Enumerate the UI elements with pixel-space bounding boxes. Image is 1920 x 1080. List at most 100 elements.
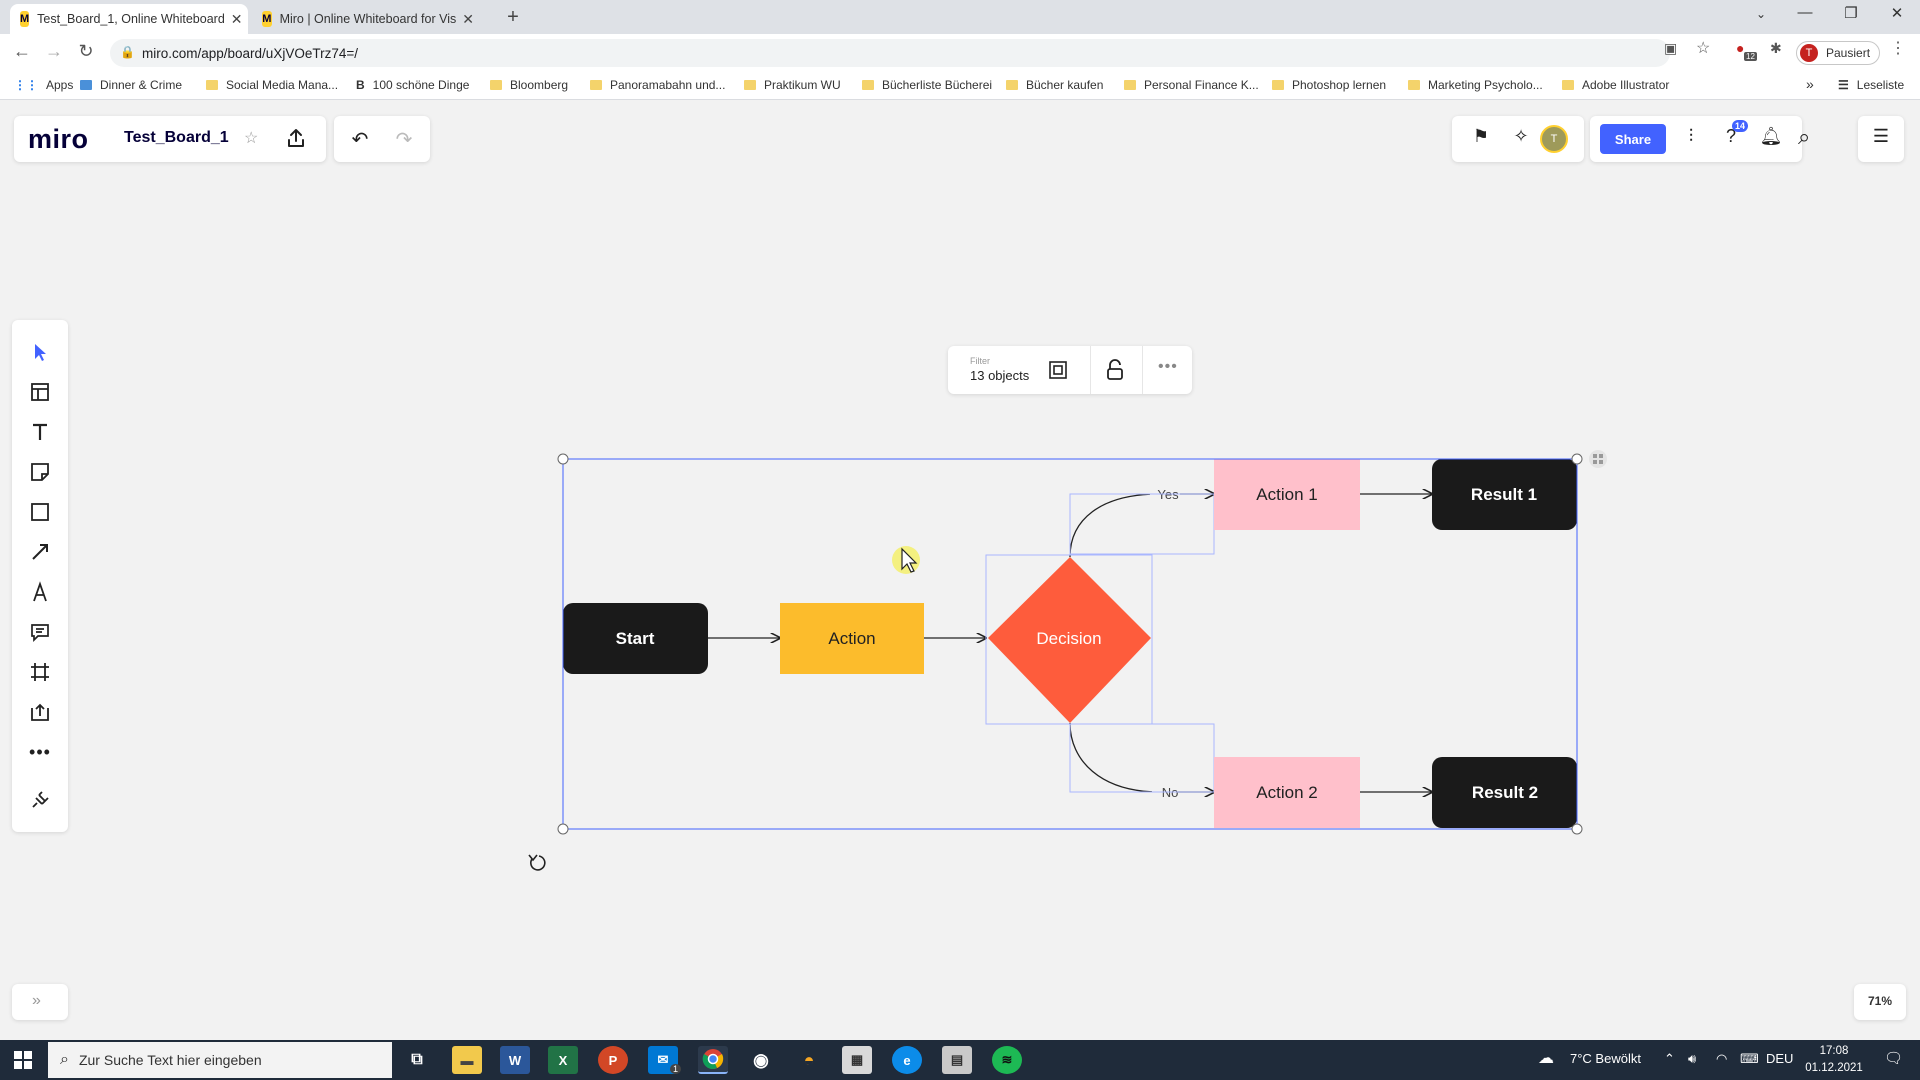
share-button[interactable]: Share bbox=[1600, 124, 1666, 154]
edge-icon[interactable]: e bbox=[892, 1046, 922, 1074]
resize-handle-bottom-right[interactable] bbox=[1571, 823, 1583, 835]
bookmark-item[interactable]: Praktikum WU bbox=[744, 78, 841, 92]
mail-icon[interactable]: ✉ bbox=[648, 1046, 678, 1074]
excel-icon[interactable]: X bbox=[548, 1046, 578, 1074]
more-tools[interactable]: ••• bbox=[12, 732, 68, 772]
undo-icon[interactable]: ↶ bbox=[351, 129, 369, 151]
spotify-icon[interactable]: ≋ bbox=[992, 1046, 1022, 1074]
bookmark-item[interactable]: Dinner & Crime bbox=[80, 78, 182, 92]
tray-chevron-icon[interactable]: ⌃ bbox=[1664, 1051, 1675, 1066]
apps-tool[interactable] bbox=[12, 780, 68, 820]
more-options-icon[interactable]: ••• bbox=[1158, 358, 1178, 375]
browser-menu-icon[interactable]: ⋮ bbox=[1890, 40, 1906, 57]
file-explorer-icon[interactable]: ▬ bbox=[452, 1046, 482, 1074]
upload-tool[interactable] bbox=[12, 692, 68, 732]
profile-button[interactable]: T Pausiert bbox=[1796, 41, 1880, 65]
powerpoint-icon[interactable]: P bbox=[598, 1046, 628, 1074]
collaborator-avatar[interactable]: T bbox=[1540, 125, 1568, 153]
more-bookmarks-icon[interactable]: » bbox=[1806, 76, 1814, 92]
weather-text[interactable]: 7°C Bewölkt bbox=[1570, 1051, 1641, 1066]
board-canvas[interactable]: Yes No Start Action Decision Action 1 Ac… bbox=[0, 0, 1920, 1040]
board-search-icon[interactable]: ⌕ bbox=[1798, 124, 1811, 149]
close-icon[interactable]: ✕ bbox=[230, 10, 243, 27]
bookmark-item[interactable]: B 100 schöne Dinge bbox=[356, 78, 470, 92]
star-icon[interactable]: ☆ bbox=[244, 130, 259, 147]
decision-node[interactable]: Decision bbox=[988, 557, 1151, 723]
bookmark-apps[interactable]: ⋮⋮ Apps bbox=[14, 78, 74, 92]
notes-list-icon[interactable]: ☰ bbox=[1872, 126, 1890, 146]
bookmark-item[interactable]: Panoramabahn und... bbox=[590, 78, 725, 92]
action1-node[interactable]: Action 1 bbox=[1214, 459, 1360, 530]
weather-cloud-icon[interactable]: ☁ bbox=[1538, 1050, 1554, 1067]
expand-panel[interactable]: » bbox=[12, 984, 68, 1020]
forward-icon[interactable]: → bbox=[45, 41, 63, 61]
language-indicator[interactable]: DEU bbox=[1766, 1051, 1794, 1066]
sticky-note-tool[interactable] bbox=[12, 452, 68, 492]
minimize-icon[interactable]: — bbox=[1797, 4, 1813, 21]
tab-miro-online-whiteboard[interactable]: M Miro | Online Whiteboard for Vis ✕ bbox=[252, 4, 484, 34]
group-icon[interactable] bbox=[1048, 360, 1068, 380]
resize-handle-bottom-left[interactable] bbox=[557, 823, 569, 835]
connector-decision-no[interactable] bbox=[1069, 722, 1214, 792]
new-tab-button[interactable]: + bbox=[507, 6, 519, 28]
action2-node[interactable]: Action 2 bbox=[1214, 757, 1360, 828]
frame-tool[interactable] bbox=[12, 652, 68, 692]
export-icon[interactable] bbox=[284, 126, 308, 150]
notification-center-icon[interactable]: 🗨︎ bbox=[1884, 1050, 1904, 1067]
filter-objects-count[interactable]: 13 objects bbox=[970, 368, 1030, 383]
puzzle-icon[interactable]: ✱ bbox=[1770, 40, 1782, 56]
taskbar-search-input[interactable]: ⌕ Zur Suche Text hier eingeben bbox=[48, 1042, 392, 1078]
pen-tool[interactable] bbox=[12, 572, 68, 612]
help-icon[interactable]: ? 14 bbox=[1718, 120, 1749, 152]
word-icon[interactable]: W bbox=[500, 1046, 530, 1074]
tab-search-icon[interactable]: ⌄ bbox=[1755, 7, 1767, 21]
reload-icon[interactable]: ↻ bbox=[78, 41, 94, 61]
lock-icon[interactable] bbox=[1106, 359, 1124, 381]
result2-node[interactable]: Result 2 bbox=[1432, 757, 1577, 828]
action-node[interactable]: Action bbox=[780, 603, 924, 674]
app-icon[interactable]: ▤ bbox=[942, 1046, 972, 1074]
url-input[interactable]: 🔒 miro.com/app/board/uXjVOeTrz74=/ bbox=[110, 39, 1670, 67]
board-title[interactable]: Test_Board_1 bbox=[124, 129, 229, 146]
bookmark-item[interactable]: Bloomberg bbox=[490, 78, 568, 92]
keyboard-icon[interactable]: ⌨ bbox=[1740, 1051, 1759, 1066]
tab-test-board[interactable]: M Test_Board_1, Online Whiteboard ✕ bbox=[10, 4, 248, 34]
resize-handle-top-left[interactable] bbox=[557, 453, 569, 465]
text-tool[interactable] bbox=[12, 412, 68, 452]
redo-icon[interactable]: ↷ bbox=[395, 129, 413, 151]
miro-logo[interactable]: miro bbox=[28, 124, 89, 154]
bookmark-item[interactable]: Bücherliste Bücherei bbox=[862, 78, 992, 92]
connector-decision-yes[interactable] bbox=[1069, 494, 1214, 558]
wifi-icon[interactable]: ◠ bbox=[1716, 1051, 1728, 1066]
bookmark-item[interactable]: Marketing Psycholo... bbox=[1408, 78, 1543, 92]
zoom-panel[interactable]: 71% bbox=[1854, 984, 1906, 1020]
notifications-bell-icon[interactable]: 🔔︎ bbox=[1759, 126, 1783, 146]
shape-tool[interactable] bbox=[12, 492, 68, 532]
settings-sliders-icon[interactable]: ⫶ bbox=[1688, 126, 1694, 146]
result1-node[interactable]: Result 1 bbox=[1432, 459, 1577, 530]
app-icon[interactable]: ▦ bbox=[842, 1046, 872, 1074]
start-node[interactable]: Start bbox=[563, 603, 708, 674]
volume-icon[interactable]: 🔊︎ bbox=[1688, 1051, 1697, 1066]
bookmark-star-icon[interactable]: ☆ bbox=[1696, 40, 1711, 57]
window-close-icon[interactable]: ✕ bbox=[1890, 5, 1904, 22]
bookmark-item[interactable]: Photoshop lernen bbox=[1272, 78, 1386, 92]
reading-list-button[interactable]: ☰ Leseliste bbox=[1838, 78, 1905, 92]
close-icon[interactable]: ✕ bbox=[462, 10, 474, 27]
selection-box[interactable] bbox=[562, 458, 1578, 830]
windows-start-icon[interactable] bbox=[8, 1046, 38, 1074]
obs-icon[interactable]: ◉ bbox=[753, 1049, 769, 1070]
taskbar-clock[interactable]: 17:08 01.12.2021 bbox=[1792, 1043, 1876, 1077]
bookmark-item[interactable]: Social Media Mana... bbox=[206, 78, 338, 92]
task-view-icon[interactable]: ⧉ bbox=[411, 1051, 423, 1068]
templates-tool[interactable] bbox=[12, 372, 68, 412]
celebrate-icon[interactable]: ✧ bbox=[1513, 126, 1529, 146]
bookmark-item[interactable]: Bücher kaufen bbox=[1006, 78, 1103, 92]
bookmark-item[interactable]: Adobe Illustrator bbox=[1562, 78, 1669, 92]
chrome-icon[interactable] bbox=[698, 1046, 728, 1074]
comment-tool[interactable] bbox=[12, 612, 68, 652]
resize-handle-top-right[interactable] bbox=[1571, 453, 1583, 465]
restore-icon[interactable]: ❐ bbox=[1844, 5, 1858, 22]
back-icon[interactable]: ← bbox=[13, 41, 31, 61]
group-handle-icon[interactable] bbox=[1589, 450, 1607, 468]
